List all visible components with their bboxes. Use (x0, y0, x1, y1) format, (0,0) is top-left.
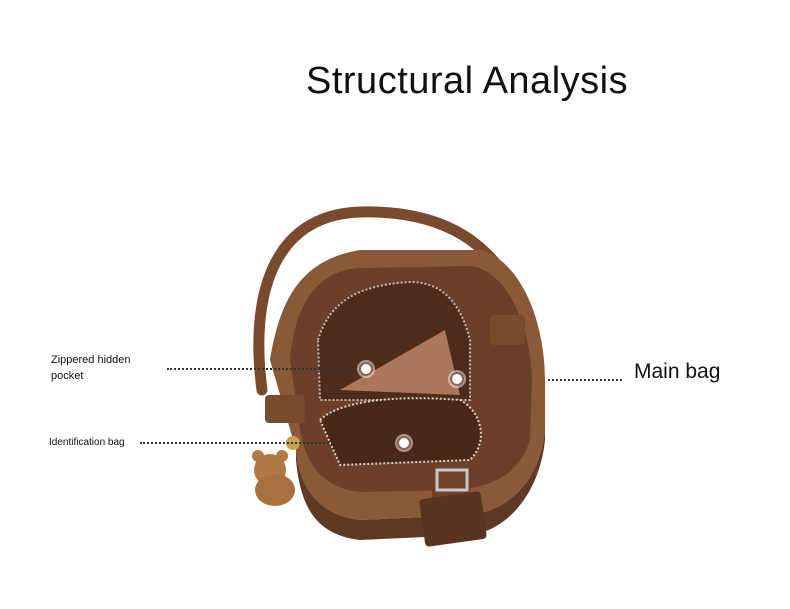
label-identification-bag: Identification bag (49, 437, 125, 448)
page-title: Structural Analysis (306, 60, 629, 102)
label-main-bag: Main bag (634, 360, 721, 383)
leader-line-identification-bag (140, 442, 397, 444)
leader-line-zippered-pocket (167, 368, 359, 370)
marker-main-bag (450, 372, 464, 386)
label-zippered-hidden-pocket: Zippered hidden pocket (51, 354, 131, 382)
leader-line-main-bag (548, 379, 622, 381)
marker-zippered-pocket (359, 362, 373, 376)
marker-identification-bag (397, 436, 411, 450)
